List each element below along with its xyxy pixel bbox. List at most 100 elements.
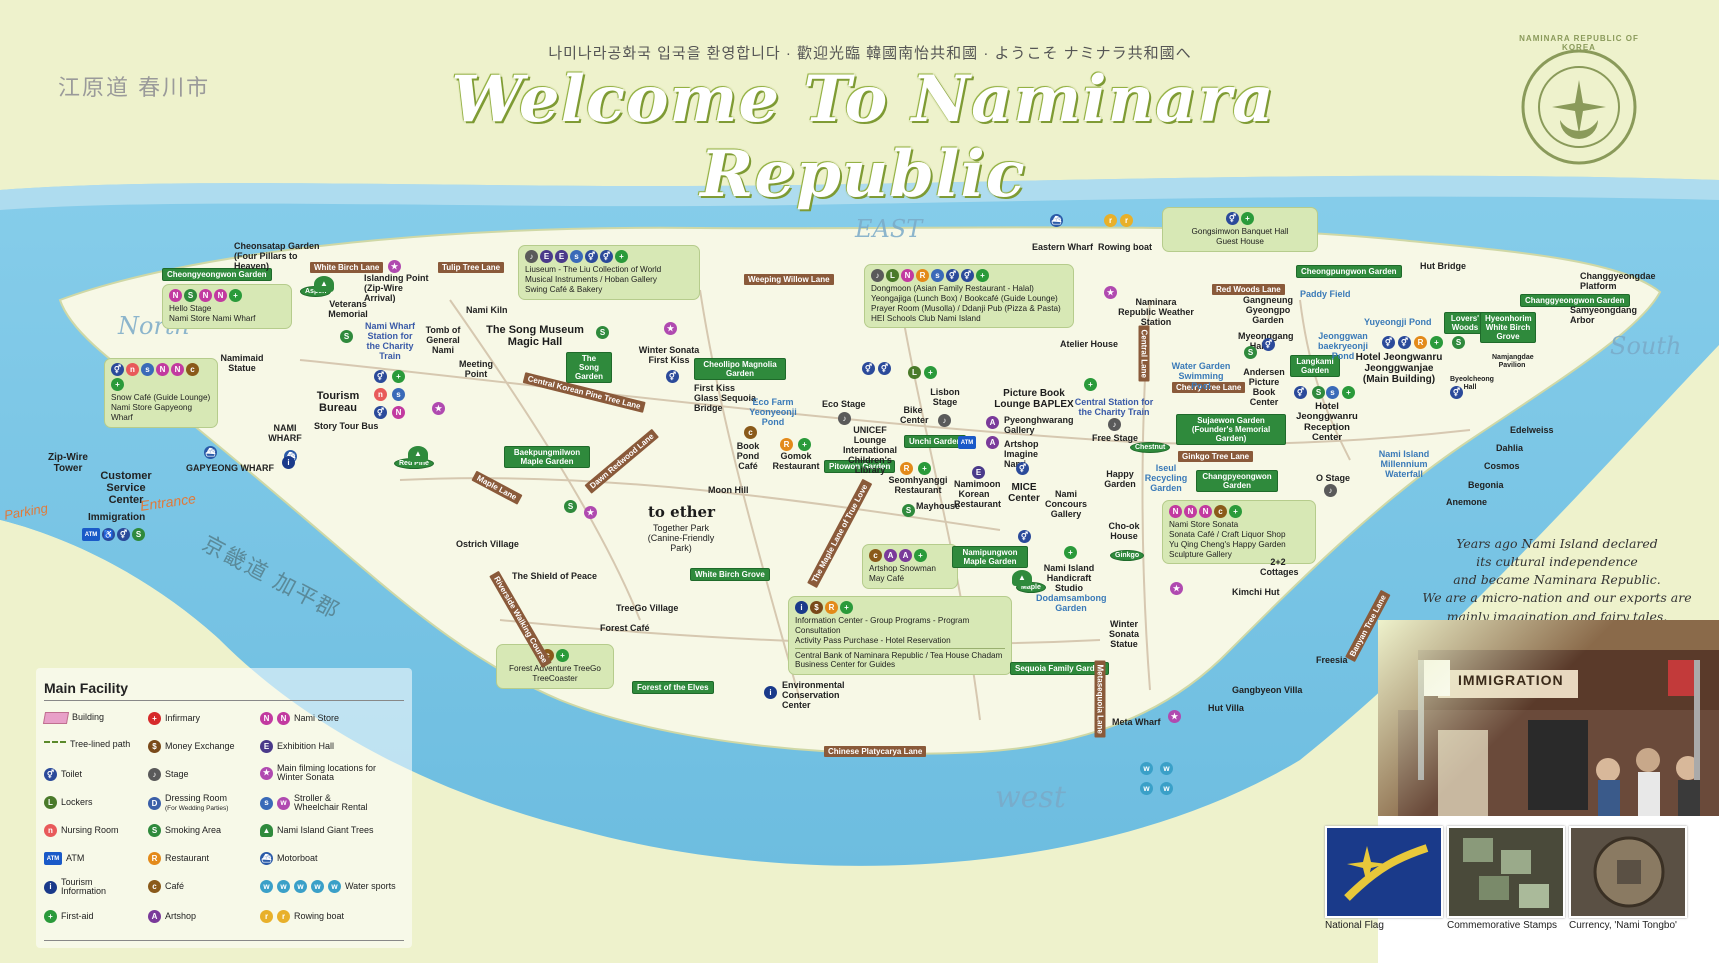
first-aid-icon[interactable]: + xyxy=(918,462,931,475)
restaurant-icon[interactable]: R xyxy=(780,438,793,451)
toilet-icon[interactable]: ⚥ xyxy=(374,370,387,383)
place-hut-villa: Hut Villa xyxy=(1208,703,1244,713)
infobox-hello-stage[interactable]: N S N N + Hello Stage Nami Store Nami Wh… xyxy=(162,284,292,329)
winter-sonata-location-icon[interactable]: ★ xyxy=(1170,582,1183,595)
garden-tag[interactable]: Pitowon Garden xyxy=(824,460,896,473)
toilet-icon[interactable]: ⚥ xyxy=(1450,386,1463,399)
infobox-snow-cafe[interactable]: ⚥ n s N N c + Snow Café (Guide Lounge) N… xyxy=(104,358,218,428)
winter-sonata-location-icon[interactable]: ★ xyxy=(1168,710,1181,723)
toilet-icon[interactable]: ⚥ xyxy=(1018,530,1031,543)
garden-tag[interactable]: Langkami Garden xyxy=(1290,355,1340,377)
smoking-area-icon[interactable]: S xyxy=(1452,336,1465,349)
stage-icon[interactable]: ♪ xyxy=(838,412,851,425)
tourism-info-icon[interactable]: i xyxy=(282,456,295,469)
first-aid-icon[interactable]: + xyxy=(1064,546,1077,559)
garden-tag[interactable]: Cheongpungwon Garden xyxy=(1296,265,1402,278)
lockers-icon[interactable]: L xyxy=(908,366,921,379)
garden-tag[interactable]: Namipungwon Maple Garden xyxy=(952,546,1028,568)
nami-store-icon: N xyxy=(156,363,169,376)
first-aid-icon[interactable]: + xyxy=(1084,378,1097,391)
garden-tag[interactable]: Cheongyeongwon Garden xyxy=(162,268,272,281)
first-aid-icon[interactable]: + xyxy=(924,366,937,379)
garden-tag[interactable]: Sequoia Family Garden xyxy=(1010,662,1109,675)
toilet-icon[interactable]: ⚥ xyxy=(878,362,891,375)
smoking-area-icon[interactable]: S xyxy=(596,326,609,339)
stage-icon[interactable]: ♪ xyxy=(1324,484,1337,497)
toilet-icon[interactable]: ⚥ xyxy=(1016,462,1029,475)
artshop-icon[interactable]: A xyxy=(986,436,999,449)
infobox-liuseum[interactable]: ♪ E E s ⚥ ⚥ + Liuseum - The Liu Collecti… xyxy=(518,245,700,300)
rowing-boat-icon[interactable]: r xyxy=(1104,214,1117,227)
garden-tag[interactable]: Changpyeongwon Garden xyxy=(1196,470,1278,492)
stage-icon[interactable]: ♪ xyxy=(938,414,951,427)
infobox-dongmoon[interactable]: ♪ L N R s ⚥ ⚥ + Dongmoon (Asian Family R… xyxy=(864,264,1074,329)
smoking-area-icon[interactable]: S xyxy=(1244,346,1257,359)
place-dahlia: Dahlia xyxy=(1496,443,1524,453)
motorboat-icon[interactable]: ⛴ xyxy=(1050,214,1063,227)
lane-tag: Red Woods Lane xyxy=(1212,284,1285,295)
water-sports-icon[interactable]: w xyxy=(1140,782,1153,795)
infobox-info-center[interactable]: i $ R + Information Center - Group Progr… xyxy=(788,596,1012,676)
infobox-nami-store-sonata[interactable]: N N N c + Nami Store Sonata Sonata Café … xyxy=(1162,500,1316,565)
infobox-artshop-snowman[interactable]: c A A + Artshop Snowman May Café xyxy=(862,544,958,589)
exhibition-hall-icon[interactable]: E xyxy=(972,466,985,479)
rowing-boat-icon[interactable]: r xyxy=(1120,214,1133,227)
place-cosmos: Cosmos xyxy=(1484,461,1520,471)
toilet-icon[interactable]: ⚥ xyxy=(1382,336,1395,349)
giant-tree-tag[interactable]: Ginkgo xyxy=(1110,550,1145,561)
tourism-info-icon[interactable]: i xyxy=(764,686,777,699)
infobox-gongsimwon[interactable]: ⚥ + Gongsimwon Banquet Hall Guest House xyxy=(1162,207,1318,252)
first-aid-icon[interactable]: + xyxy=(1430,336,1443,349)
infobox-icons: c + xyxy=(503,649,607,662)
nami-store-icon[interactable]: N xyxy=(392,406,405,419)
toilet-icon[interactable]: ⚥ xyxy=(374,406,387,419)
place-picture-book: Picture Book Lounge BAPLEX xyxy=(994,388,1074,410)
water-sports-icon[interactable]: w xyxy=(1160,762,1173,775)
toilet-icon[interactable]: ⚥ xyxy=(1294,386,1307,399)
smoking-area-icon[interactable]: S xyxy=(902,504,915,517)
garden-tag[interactable]: White Birch Grove xyxy=(690,568,770,581)
stage-icon[interactable]: ♪ xyxy=(1108,418,1121,431)
garden-tag[interactable]: Changgyeongwon Garden xyxy=(1520,294,1630,307)
toilet-icon[interactable]: ⚥ xyxy=(666,370,679,383)
toilet-icon[interactable]: ⚥ xyxy=(1262,338,1275,351)
artshop-icon[interactable]: A xyxy=(986,416,999,429)
garden-tag[interactable]: Sujaewon Garden (Founder's Memorial Gard… xyxy=(1176,414,1286,445)
smoking-area-icon[interactable]: S xyxy=(1312,386,1325,399)
winter-sonata-location-icon[interactable]: ★ xyxy=(388,260,401,273)
toilet-icon[interactable]: ⚥ xyxy=(862,362,875,375)
smoking-area-icon[interactable]: S xyxy=(564,500,577,513)
first-aid-icon[interactable]: + xyxy=(392,370,405,383)
cafe-icon: c xyxy=(186,363,199,376)
water-sports-icon[interactable]: w xyxy=(1160,782,1173,795)
garden-tag[interactable]: Baekpungmilwon Maple Garden xyxy=(504,446,590,468)
winter-sonata-location-icon[interactable]: ★ xyxy=(432,402,445,415)
nursing-room-icon[interactable]: n xyxy=(374,388,387,401)
place-islanding: Islanding Point (Zip-Wire Arrival) xyxy=(364,273,429,303)
infobox-forest-adventure[interactable]: c + Forest Adventure TreeGo TreeCoaster xyxy=(496,644,614,689)
winter-sonata-location-icon[interactable]: ★ xyxy=(1104,286,1117,299)
first-aid-icon[interactable]: + xyxy=(1342,386,1355,399)
stroller-icon[interactable]: s xyxy=(1326,386,1339,399)
water-sports-icon[interactable]: w xyxy=(1140,762,1153,775)
toilet-icon[interactable]: ⚥ xyxy=(1398,336,1411,349)
garden-tag[interactable]: Hyeonhorim White Birch Grove xyxy=(1480,312,1536,343)
winter-sonata-location-icon[interactable]: ★ xyxy=(664,322,677,335)
winter-sonata-location-icon[interactable]: ★ xyxy=(584,506,597,519)
restaurant-icon[interactable]: R xyxy=(1414,336,1427,349)
garden-tag[interactable]: Forest of the Elves xyxy=(632,681,714,694)
legend-item: Tree-lined path xyxy=(44,739,130,749)
restaurant-icon[interactable]: R xyxy=(900,462,913,475)
atm-icon[interactable]: ATM xyxy=(958,436,976,449)
cafe-icon[interactable]: c xyxy=(744,426,757,439)
garden-tag[interactable]: The Song Garden xyxy=(566,352,612,383)
city-label: 江原道 春川市 xyxy=(58,75,211,100)
garden-tag[interactable]: Cheollipo Magnolia Garden xyxy=(694,358,786,380)
first-aid-icon[interactable]: + xyxy=(798,438,811,451)
smoking-area-icon[interactable]: S xyxy=(340,330,353,343)
toilet-icon: ⚥ xyxy=(1226,212,1239,225)
stroller-icon[interactable]: s xyxy=(392,388,405,401)
artshop-icon: A xyxy=(884,549,897,562)
lockers-icon: L xyxy=(886,269,899,282)
giant-tree-tag[interactable]: Chestnut xyxy=(1130,442,1171,453)
